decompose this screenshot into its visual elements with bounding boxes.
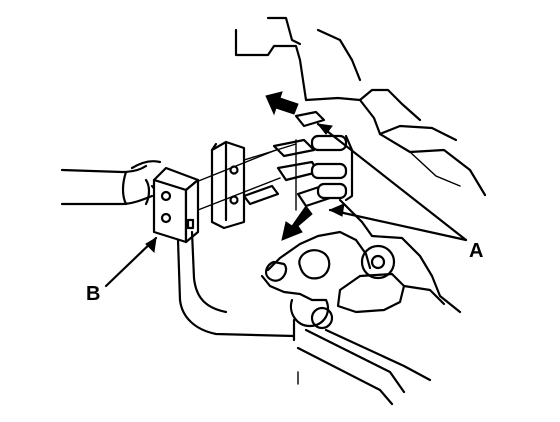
leader-lines-a xyxy=(316,122,468,242)
wire-harness xyxy=(60,160,162,216)
leader-line-b xyxy=(104,236,158,288)
arrow-up-left-icon xyxy=(265,91,299,116)
callout-a: A xyxy=(469,240,483,262)
callout-b: B xyxy=(86,283,100,305)
guide-lines xyxy=(195,143,297,211)
connector-receptacles xyxy=(272,110,354,211)
arrow-down-left-icon xyxy=(281,205,313,241)
engine-housing-upper xyxy=(234,16,487,197)
locking-clip xyxy=(210,140,280,230)
engine-block-lower xyxy=(260,198,462,406)
connector-b xyxy=(152,166,296,338)
